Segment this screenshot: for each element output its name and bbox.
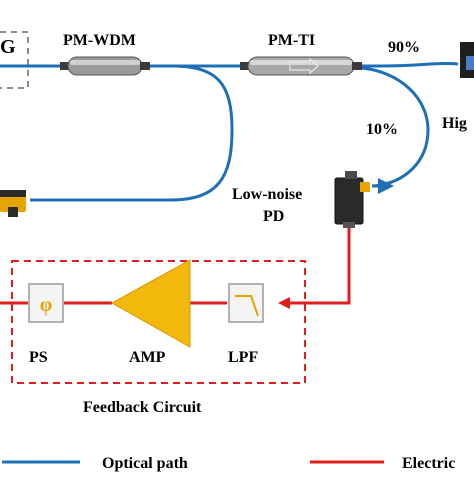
- optical-arrow-icon: [378, 178, 394, 194]
- low-noise-pd-icon: [334, 171, 370, 228]
- amplifier-triangle-icon: [110, 259, 191, 348]
- optical-line-10: [361, 66, 430, 188]
- hig-label-fragment: Hig: [442, 115, 467, 132]
- pm-ti-component: [240, 56, 362, 76]
- optical-line-90: [360, 61, 459, 68]
- legend-electric-label: Electric: [402, 455, 455, 472]
- source-dashed-box: [0, 31, 29, 89]
- output-device-icon: [460, 42, 474, 78]
- phi-symbol: φ: [40, 294, 52, 316]
- lowpass-response-icon: [235, 295, 259, 317]
- isolator-arrow-icon: [289, 57, 319, 75]
- optical-paths: [0, 61, 459, 202]
- electric-line-pd-to-lpf: [290, 228, 351, 305]
- feedback-circuit-label: Feedback Circuit: [83, 399, 202, 416]
- split-10-label: 10%: [366, 121, 398, 138]
- electric-paths: [0, 228, 351, 305]
- lpf-label: LPF: [228, 349, 258, 366]
- optical-line-wdm-loop: [30, 64, 234, 202]
- ps-box: [28, 283, 64, 323]
- pm-wdm-label: PM-WDM: [63, 32, 136, 49]
- feedback-circuit-box: [11, 260, 306, 384]
- amp-label: AMP: [129, 349, 166, 366]
- pump-laser-icon: [0, 190, 26, 217]
- pm-wdm-component: [60, 56, 150, 76]
- electric-arrow-icon: [278, 297, 290, 309]
- pm-ti-label: PM-TI: [268, 32, 315, 49]
- split-90-label: 90%: [388, 39, 420, 56]
- ps-label: PS: [29, 349, 48, 366]
- legend-optical-label: Optical path: [102, 455, 188, 472]
- pd-label-line2: PD: [263, 208, 284, 225]
- lpf-box: [228, 283, 264, 323]
- source-label-fragment: G: [0, 36, 16, 58]
- pd-label-line1: Low-noise: [232, 186, 302, 203]
